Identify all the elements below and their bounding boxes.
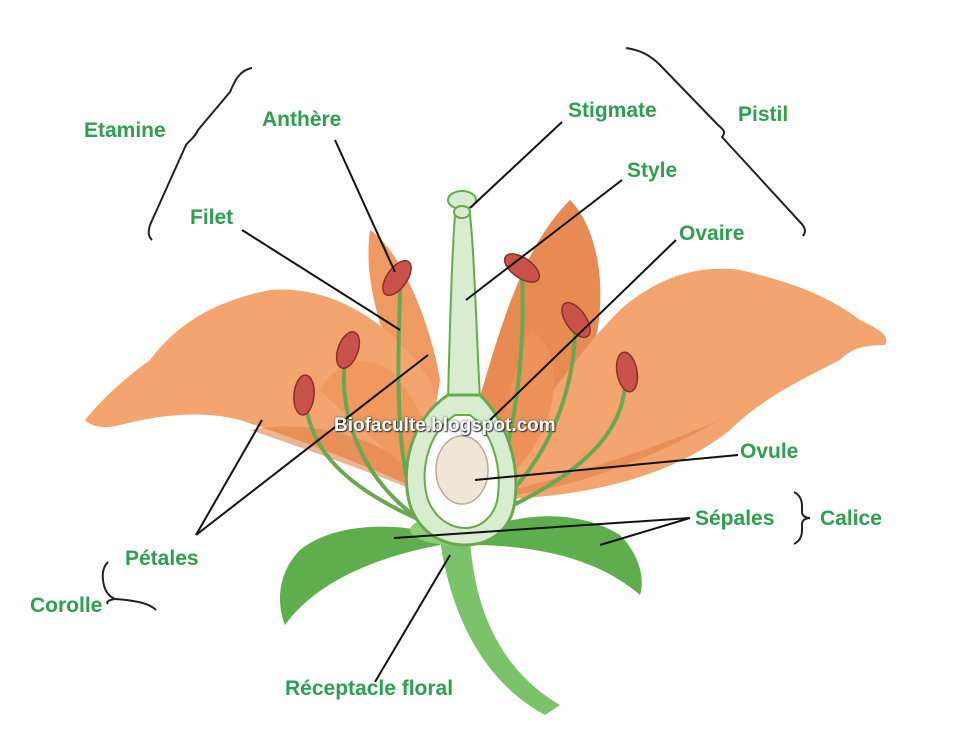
label-calice: Calice <box>820 507 882 530</box>
line-stigmate <box>469 121 563 209</box>
label-filet: Filet <box>190 206 234 229</box>
bracket-corolle-lower <box>114 598 157 611</box>
label-sepales: Sépales <box>695 507 775 530</box>
petal-left-shade <box>250 426 440 500</box>
bracket-pistil <box>625 47 806 237</box>
bracket-calice <box>793 491 811 545</box>
label-anthere: Anthère <box>262 108 342 131</box>
petal-right <box>470 268 887 500</box>
label-corolle: Corolle <box>30 594 103 617</box>
line-ovule <box>474 454 739 481</box>
bracket-etamine <box>147 67 253 241</box>
line-style <box>465 179 623 301</box>
pistil-style <box>446 214 482 401</box>
line-filet <box>241 229 401 331</box>
label-ovaire: Ovaire <box>679 222 745 245</box>
label-style: Style <box>627 159 678 182</box>
sepal-right <box>470 516 642 595</box>
line-petales-1 <box>195 419 263 536</box>
watermark-text: Biofaculte.blogspot.com <box>334 415 556 436</box>
line-anthere <box>334 139 396 273</box>
line-ovaire <box>489 239 677 421</box>
anther-3 <box>293 374 315 416</box>
anther-2 <box>335 331 361 369</box>
anther-4 <box>503 253 541 283</box>
line-sepales-1 <box>393 517 691 539</box>
label-stigmate: Stigmate <box>568 99 657 122</box>
anther-6 <box>615 351 639 393</box>
stem <box>440 540 560 715</box>
label-etamine: Etamine <box>84 119 166 142</box>
sepal-left <box>280 526 440 625</box>
label-ovule: Ovule <box>740 440 799 463</box>
leader-lines <box>195 121 739 683</box>
ovule-shape <box>435 435 489 505</box>
line-receptacle <box>374 554 451 683</box>
pistil-stigma-tip <box>453 205 471 219</box>
brackets <box>101 47 811 611</box>
label-petales: Pétales <box>125 547 199 570</box>
line-sepales-2 <box>599 517 691 546</box>
bracket-corolle <box>101 561 119 605</box>
label-pistil: Pistil <box>738 103 789 126</box>
anthers <box>293 253 639 416</box>
line-petales-2 <box>195 354 429 536</box>
anther-1 <box>382 259 412 297</box>
label-receptacle: Réceptacle floral <box>285 677 454 700</box>
